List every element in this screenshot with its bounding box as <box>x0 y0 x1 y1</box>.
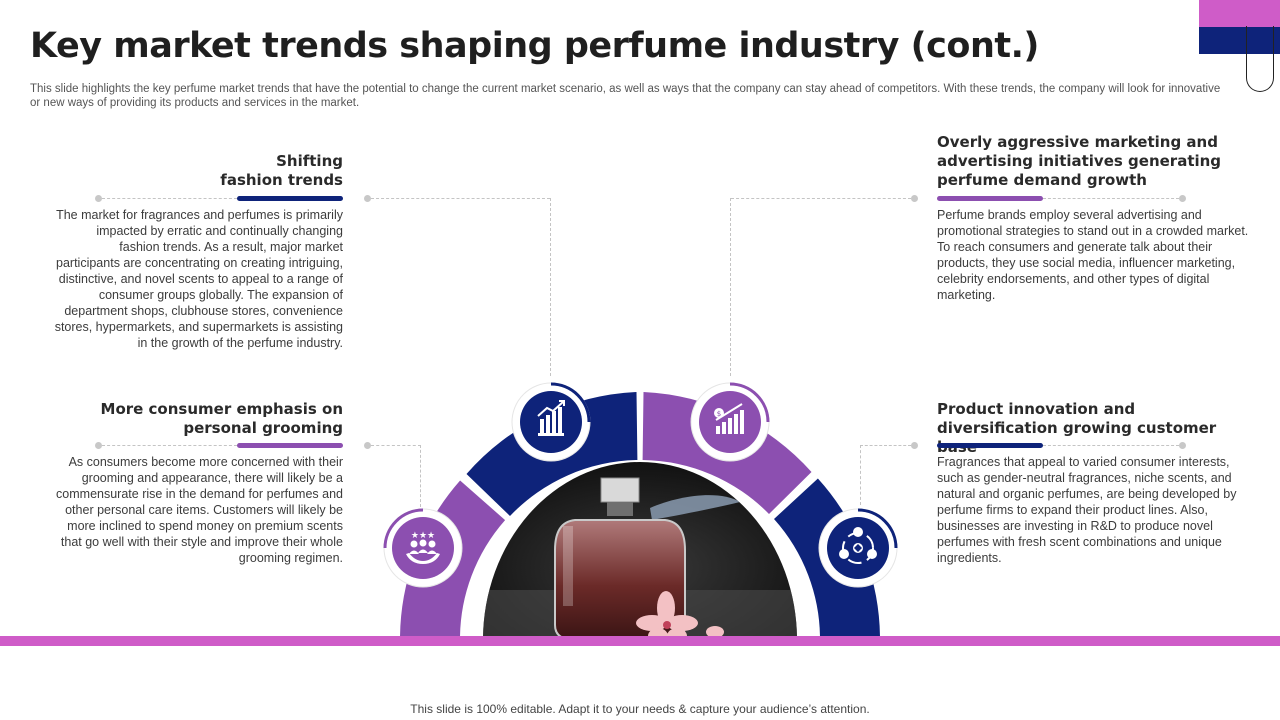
trend-heading-line: Shifting <box>276 152 343 170</box>
connector-dot <box>95 195 102 202</box>
connector-dash <box>102 198 237 199</box>
trend-heading-line: fashion trends <box>220 171 343 189</box>
trend-body-grooming: As consumers become more concerned with … <box>56 455 343 565</box>
bottom-accent-band <box>0 636 1280 646</box>
trend-heading-fashion: Shifting fashion trends <box>120 152 343 190</box>
trend-body-marketing: Perfume brands employ several advertisin… <box>937 208 1249 302</box>
trend-heading-line: More consumer emphasis on <box>100 400 343 418</box>
accent-bar-navy <box>937 443 1043 448</box>
connector-dot <box>1179 442 1186 449</box>
connector-dash <box>371 445 421 446</box>
connector-dot <box>364 442 371 449</box>
connector-dot <box>911 195 918 202</box>
bar-chart-growth-icon: $ <box>690 382 770 462</box>
connector-dash <box>860 445 911 446</box>
customers-rating-icon: ★★★ <box>383 508 463 588</box>
connector-dash-vertical <box>420 445 421 507</box>
page-subtitle: This slide highlights the key perfume ma… <box>30 83 1221 109</box>
connector-dot <box>1179 195 1186 202</box>
trend-heading-grooming: More consumer emphasis on personal groom… <box>60 400 343 438</box>
corner-accent-pink <box>1199 0 1280 27</box>
connector-dot <box>911 442 918 449</box>
accent-bar-navy <box>237 196 343 201</box>
growth-chart-hand-icon <box>511 382 591 462</box>
connector-dash <box>102 445 237 446</box>
connector-dash-vertical <box>730 198 731 376</box>
connector-dash-vertical <box>550 198 551 376</box>
trend-heading-innovation: Product innovation and diversification g… <box>937 400 1217 456</box>
connector-dash-vertical <box>860 445 861 505</box>
connector-dash <box>1043 445 1179 446</box>
connector-dot <box>364 195 371 202</box>
page-title: Key market trends shaping perfume indust… <box>30 26 1039 66</box>
trend-body-fashion: The market for fragrances and perfumes i… <box>54 208 343 350</box>
connector-dash <box>371 198 550 199</box>
trend-heading-line: personal grooming <box>183 419 343 437</box>
connector-dot <box>95 442 102 449</box>
connector-dash <box>731 198 911 199</box>
accent-bar-purple <box>937 196 1043 201</box>
svg-text:$: $ <box>717 410 721 418</box>
hanger-hook-decoration <box>1246 26 1274 92</box>
connector-dash <box>1043 198 1179 199</box>
product-cycle-icon <box>818 508 898 588</box>
perfume-photo <box>483 462 797 640</box>
accent-bar-purple <box>237 443 343 448</box>
footer-note: This slide is 100% editable. Adapt it to… <box>410 702 870 716</box>
trend-heading-marketing: Overly aggressive marketing and advertis… <box>937 133 1222 189</box>
svg-text:★★★: ★★★ <box>411 531 435 541</box>
trend-body-innovation: Fragrances that appeal to varied consume… <box>937 455 1237 565</box>
